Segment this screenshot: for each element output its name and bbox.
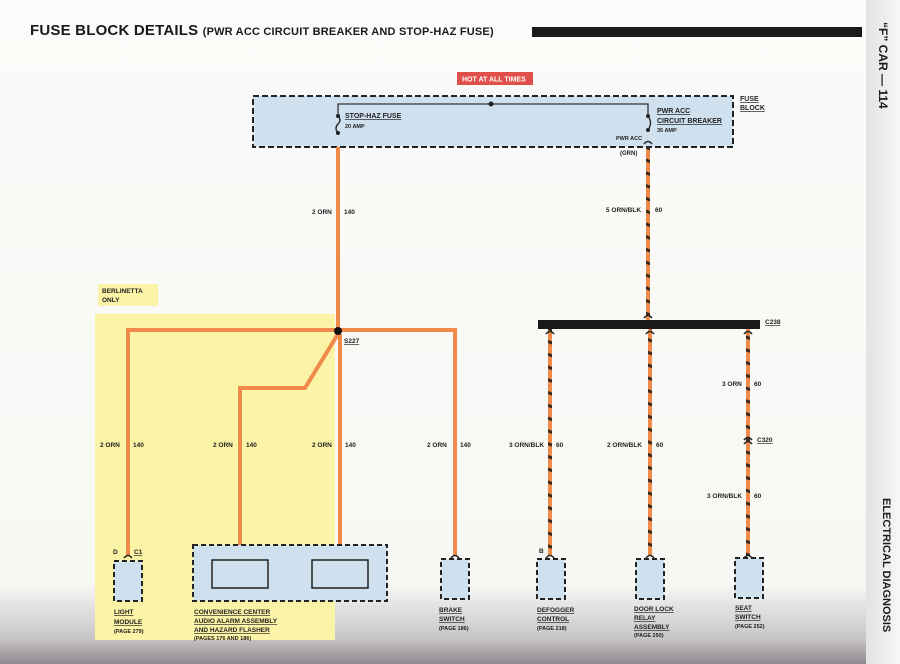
wire-bus-140: [126, 328, 457, 555]
fuse-symbol-icon: [335, 115, 341, 134]
page-reference: “F” CAR — 114: [876, 22, 890, 109]
stop-haz-fuse-label: STOP-HAZ FUSE: [345, 113, 402, 120]
hazard-flasher-module: [311, 559, 369, 589]
c320-label: C320: [757, 437, 773, 444]
wire-label: 3 ORN/BLK: [707, 493, 742, 500]
wire-circuit: 140: [460, 442, 471, 449]
component-label: DOOR LOCK: [634, 606, 674, 613]
component-label: RELAY: [634, 615, 656, 622]
fuse-rating: 20 AMP: [345, 124, 365, 130]
wire-label: 2 ORN: [312, 209, 332, 216]
wire-label: 2 ORN: [213, 442, 233, 449]
c238-label: C238: [765, 319, 781, 326]
berlinetta-label-box: [98, 284, 158, 306]
wire-label: 2 ORN: [427, 442, 447, 449]
page-ref: (PAGE 186): [439, 626, 469, 632]
wire-circuit: 140: [246, 442, 257, 449]
wire-label: 3 ORN/BLK: [509, 442, 544, 449]
wire-label: 3 ORN: [722, 381, 742, 388]
door-lock-relay-box: [635, 558, 665, 600]
cb-connector: (GRN): [620, 151, 637, 157]
defogger-control-box: [536, 558, 566, 600]
pin-d-label: D: [113, 549, 118, 556]
component-label: CONVENIENCE CENTER: [194, 609, 271, 616]
component-label: BRAKE: [439, 607, 463, 614]
page-ref: (PAGES 176 AND 186): [194, 636, 251, 642]
wire-label: 2 ORN/BLK: [607, 442, 642, 449]
component-label: CONTROL: [537, 616, 569, 623]
fuse-block-label: FUSE: [740, 96, 759, 103]
splice-label: S227: [344, 338, 360, 345]
berlinetta-label: BERLINETTA: [102, 288, 143, 295]
seat-switch-box: [734, 557, 764, 599]
hot-at-all-times-badge: [457, 72, 533, 85]
wire-label: 5 ORN/BLK: [606, 207, 641, 214]
component-label: MODULE: [114, 619, 143, 626]
page-ref: (PAGE 252): [735, 624, 765, 630]
page-ref: (PAGE 279): [114, 629, 144, 635]
cb-rating: 35 AMP: [657, 128, 677, 134]
audio-alarm-module: [211, 559, 269, 589]
title-rule: [532, 27, 862, 37]
wire-circuit: 60: [754, 493, 762, 500]
wire-circuit: 60: [754, 381, 762, 388]
wire-label: 2 ORN: [312, 442, 332, 449]
orange-wires: [126, 147, 457, 555]
component-label: AND HAZARD FLASHER: [194, 627, 270, 634]
wire-label: 2 ORN: [100, 442, 120, 449]
circuit-breaker-icon: [647, 115, 652, 131]
pin-b-label: B: [539, 548, 544, 555]
component-label: DEFOGGER: [537, 607, 575, 614]
wire-circuit: 140: [344, 209, 355, 216]
fuse-block-label-2: BLOCK: [740, 105, 765, 112]
section-label: ELECTRICAL DIAGNOSIS: [880, 498, 892, 633]
component-label: SEAT: [735, 605, 752, 612]
wire-conv1: [238, 332, 340, 555]
cb-label: PWR ACC: [657, 108, 690, 115]
wire-circuit: 140: [133, 442, 144, 449]
wire-circuit: 60: [556, 442, 564, 449]
component-label: SWITCH: [439, 616, 465, 623]
brake-switch-box: [440, 558, 470, 600]
page-edge: [866, 0, 900, 664]
splice-s227: [334, 327, 342, 335]
hot-label: HOT AT ALL TIMES: [462, 77, 526, 84]
component-label: AUDIO ALARM ASSEMBLY: [194, 618, 278, 625]
title-text: FUSE BLOCK DETAILS: [30, 22, 199, 39]
wire-circuit: 60: [655, 207, 663, 214]
wire-circuit: 140: [345, 442, 356, 449]
light-module-box: [113, 560, 143, 602]
convenience-center-box: [192, 544, 388, 602]
component-label: LIGHT: [114, 609, 134, 616]
component-label: SWITCH: [735, 614, 761, 621]
page-ref: (PAGE 250): [634, 633, 664, 639]
cb-terminal: PWR ACC: [616, 136, 642, 142]
berlinetta-only: ONLY: [102, 297, 120, 304]
title-subtitle: (PWR ACC CIRCUIT BREAKER AND STOP-HAZ FU…: [202, 26, 494, 38]
page-title: FUSE BLOCK DETAILS (PWR ACC CIRCUIT BREA…: [30, 22, 494, 39]
c1-label: C1: [134, 549, 143, 556]
wire-circuit: 60: [656, 442, 664, 449]
connector-c238: [538, 320, 760, 329]
component-label: ASSEMBLY: [634, 624, 670, 631]
page-ref: (PAGE 218): [537, 626, 567, 632]
bus-junction: [488, 101, 494, 107]
cb-label-2: CIRCUIT BREAKER: [657, 118, 722, 125]
